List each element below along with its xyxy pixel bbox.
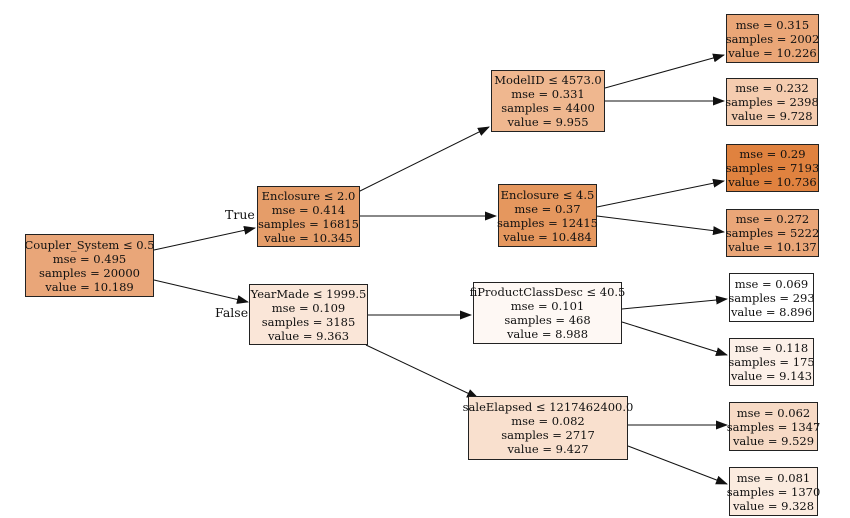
node-value: value = 10.137: [728, 240, 817, 254]
edge-enclosure-a-modelid: [355, 126, 490, 194]
node-mse: mse = 0.315: [735, 17, 810, 32]
node-mse: mse = 0.101: [510, 299, 585, 313]
node-mse: mse = 0.29: [739, 147, 806, 161]
node-value: value = 10.189: [45, 279, 134, 294]
tree-node-saleelapsed: saleElapsed ≤ 1217462400.0 mse = 0.082 s…: [463, 396, 633, 460]
node-samples: samples = 2398: [725, 95, 819, 109]
edge-modelid-leaf1: [604, 53, 725, 89]
node-samples: samples = 2717: [501, 428, 595, 442]
node-split: ModelID ≤ 4573.0: [494, 73, 602, 87]
node-mse: mse = 0.069: [734, 276, 809, 291]
edge-root-true: [153, 225, 256, 251]
node-value: value = 10.736: [728, 175, 817, 189]
node-value: value = 10.484: [503, 229, 592, 244]
node-samples: samples = 2002: [725, 31, 820, 46]
node-value: value = 9.143: [730, 369, 813, 383]
tree-node-fiproduct: fiProductClassDesc ≤ 40.5 mse = 0.101 sa…: [470, 282, 625, 344]
node-samples: samples = 7193: [725, 161, 820, 175]
node-samples: samples = 3185: [261, 314, 356, 329]
node-samples: samples = 16815: [258, 216, 359, 231]
tree-leaf-1: mse = 0.315 samples = 2002 value = 10.22…: [726, 14, 819, 63]
node-split: YearMade ≤ 1999.5: [250, 286, 367, 301]
node-mse: mse = 0.062: [736, 405, 811, 420]
node-value: value = 9.427: [507, 442, 589, 456]
node-value: value = 10.345: [264, 230, 353, 245]
node-value: value = 10.226: [728, 45, 817, 60]
node-mse: mse = 0.414: [271, 202, 346, 217]
tree-leaf-2: mse = 0.232 samples = 2398 value = 9.728: [725, 78, 819, 126]
tree-node-modelid: ModelID ≤ 4573.0 mse = 0.331 samples = 4…: [491, 70, 605, 132]
tree-leaf-7: mse = 0.062 samples = 1347 value = 9.529: [726, 402, 821, 451]
node-samples: samples = 4400: [501, 101, 595, 115]
tree-leaf-6: mse = 0.118 samples = 175 value = 9.143: [728, 338, 815, 386]
node-mse: mse = 0.081: [736, 470, 811, 485]
node-mse: mse = 0.37: [514, 201, 581, 216]
tree-leaf-5: mse = 0.069 samples = 293 value = 8.896: [728, 273, 815, 322]
edge-fiproduct-leaf6: [621, 321, 728, 356]
node-samples: samples = 468: [504, 313, 591, 327]
node-value: value = 8.896: [730, 304, 813, 319]
node-mse: mse = 0.109: [271, 300, 346, 315]
node-mse: mse = 0.272: [735, 212, 810, 226]
tree-node-yearmade: YearMade ≤ 1999.5 mse = 0.109 samples = …: [249, 284, 368, 345]
tree-leaf-8: mse = 0.081 samples = 1370 value = 9.328: [726, 467, 821, 516]
edge-fiproduct-leaf5: [621, 295, 728, 310]
edge-root-false: [153, 279, 249, 304]
node-value: value = 9.955: [507, 115, 589, 129]
node-value: value = 8.988: [506, 327, 589, 341]
node-value: value = 9.328: [732, 498, 815, 513]
tree-leaf-3: mse = 0.29 samples = 7193 value = 10.736: [726, 144, 819, 192]
edge-enclosure-b-leaf4: [596, 215, 725, 236]
edge-label-false: False: [215, 305, 249, 320]
node-samples: samples = 175: [728, 355, 815, 369]
node-mse: mse = 0.232: [735, 81, 809, 95]
edge-saleelapsed-leaf8: [627, 445, 728, 485]
node-samples: samples = 12415: [497, 215, 598, 230]
node-mse: mse = 0.082: [511, 414, 585, 428]
edge-enclosure-b-leaf3: [596, 178, 725, 208]
edge-label-true: True: [225, 207, 255, 222]
node-value: value = 9.363: [267, 328, 350, 343]
tree-node-enclosure-a: Enclosure ≤ 2.0 mse = 0.414 samples = 16…: [257, 186, 360, 247]
edge-yearmade-saleelapsed: [365, 344, 479, 399]
node-samples: samples = 5222: [725, 226, 820, 240]
tree-node-enclosure-b: Enclosure ≤ 4.5 mse = 0.37 samples = 124…: [497, 184, 598, 247]
node-split: fiProductClassDesc ≤ 40.5: [469, 285, 626, 299]
node-value: value = 9.529: [732, 433, 815, 448]
tree-leaf-4: mse = 0.272 samples = 5222 value = 10.13…: [726, 209, 819, 257]
node-samples: samples = 1370: [726, 484, 821, 499]
node-mse: mse = 0.495: [52, 251, 127, 266]
node-samples: samples = 293: [728, 290, 815, 305]
node-samples: samples = 20000: [39, 265, 140, 280]
node-split: Enclosure ≤ 2.0: [261, 188, 356, 203]
node-samples: samples = 1347: [726, 419, 821, 434]
tree-node-root: Coupler_System ≤ 0.5 mse = 0.495 samples…: [24, 234, 155, 297]
node-mse: mse = 0.118: [734, 341, 809, 355]
node-split: Enclosure ≤ 4.5: [500, 187, 595, 202]
node-split: Coupler_System ≤ 0.5: [24, 237, 155, 252]
node-split: saleElapsed ≤ 1217462400.0: [462, 400, 634, 414]
node-mse: mse = 0.331: [511, 87, 585, 101]
node-value: value = 9.728: [731, 109, 813, 123]
